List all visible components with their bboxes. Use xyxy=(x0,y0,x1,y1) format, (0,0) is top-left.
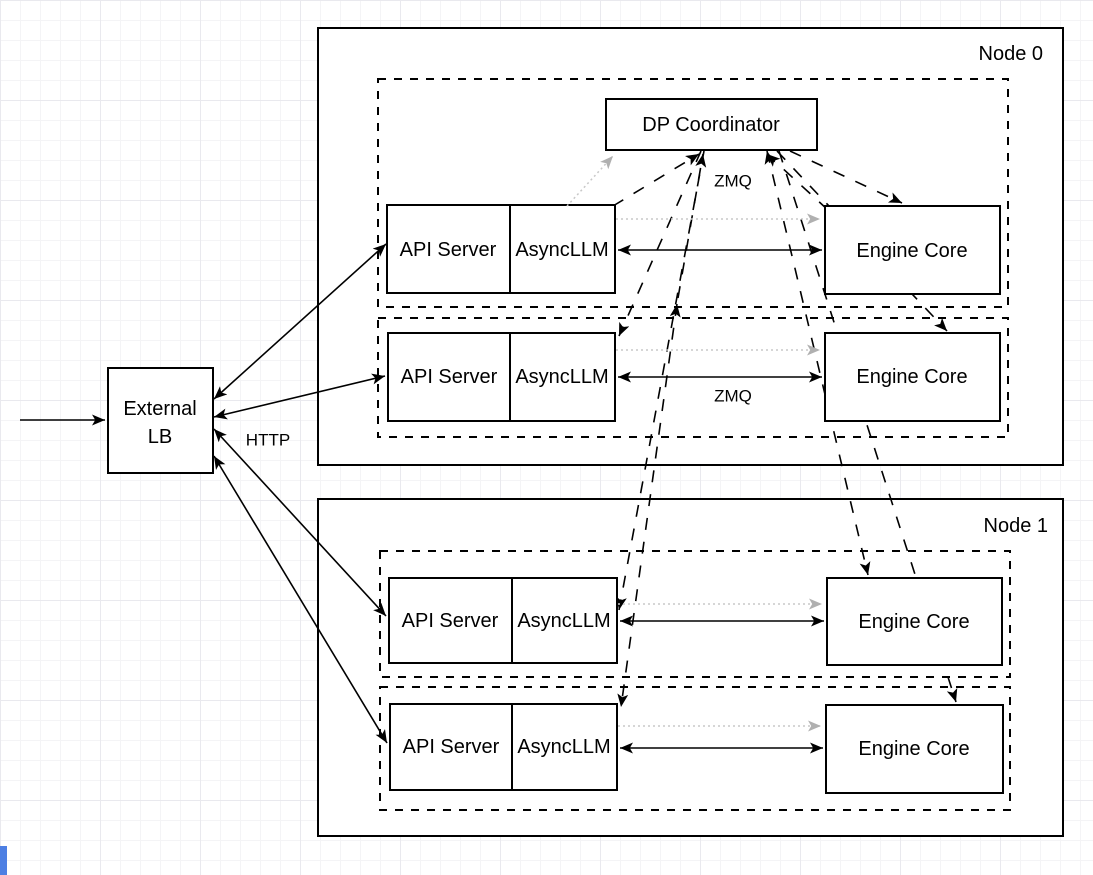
external-lb-label-line2: LB xyxy=(148,426,172,448)
asyncllm-label-n0r2: AsyncLLM xyxy=(515,366,608,388)
dashed-arrow-dp-to-engine-n1r1 xyxy=(764,150,871,576)
api-asyncllm-box-n1r1 xyxy=(388,577,618,664)
asyncllm-label-n1r1: AsyncLLM xyxy=(517,610,610,632)
zmq-row2-label-backing xyxy=(707,383,759,409)
node1-row2-group xyxy=(379,686,1011,811)
api-server-label-n1r2: API Server xyxy=(403,736,500,758)
dashed-arrow-dp-to-engine-n0r1 xyxy=(789,150,903,204)
dashed-arrow-dp-to-asyncllm-n1r2 xyxy=(617,303,681,708)
dp-coordinator-label: DP Coordinator xyxy=(642,114,780,136)
edge-labels: ZMQ ZMQ HTTP xyxy=(246,167,759,450)
arrow-lb-to-api-n0r1 xyxy=(213,243,387,400)
engine-core-label-n1r2: Engine Core xyxy=(858,738,969,760)
engine-core-label-n0r2: Engine Core xyxy=(856,366,967,388)
box-labels: DP Coordinator API Server AsyncLLM Engin… xyxy=(123,114,969,760)
http-label: HTTP xyxy=(246,431,290,450)
dotted-arrow-asyncllm-n0r1-to-dp xyxy=(566,155,614,207)
zmq-top-label-backing xyxy=(707,167,759,194)
node0-title: Node 0 xyxy=(979,43,1044,65)
engine-core-box-n1r1 xyxy=(826,577,1003,666)
arrow-lb-to-api-n1r2 xyxy=(213,455,388,744)
zmq-row2-label: ZMQ xyxy=(714,387,752,406)
engine-core-label-n0r1: Engine Core xyxy=(856,240,967,262)
node0-row2-group xyxy=(377,317,1009,438)
api-asyncllm-box-n1r2 xyxy=(389,703,618,791)
node0-row1-group xyxy=(377,78,1009,308)
solid-arrows xyxy=(20,243,824,754)
api-server-label-n0r2: API Server xyxy=(401,366,498,388)
api-asyncllm-box-n0r1 xyxy=(386,204,616,294)
external-lb-box xyxy=(107,367,214,474)
dashed-arrow-asyncllm-n0r1-to-dp xyxy=(612,153,700,207)
dotted-arrows xyxy=(566,155,822,732)
zmq-coordinator-label: ZMQ xyxy=(714,172,752,191)
api-asyncllm-box-n0r2 xyxy=(387,332,616,422)
canvas-corner-accent xyxy=(0,846,7,875)
arrow-lb-to-api-n0r2 xyxy=(213,373,386,420)
component-boxes xyxy=(107,98,1004,794)
asyncllm-label-n0r1: AsyncLLM xyxy=(515,239,608,261)
engine-core-label-n1r1: Engine Core xyxy=(858,611,969,633)
external-lb-label-line1: External xyxy=(123,398,196,420)
engine-core-box-n0r2 xyxy=(824,332,1001,422)
node1-title: Node 1 xyxy=(984,515,1049,537)
node1-row1-group xyxy=(379,550,1011,678)
engine-core-box-n0r1 xyxy=(824,205,1001,295)
dp-coordinator-box xyxy=(605,98,818,151)
api-server-label-n0r1: API Server xyxy=(400,239,497,261)
asyncllm-label-n1r2: AsyncLLM xyxy=(517,736,610,758)
engine-core-box-n1r2 xyxy=(825,704,1004,794)
api-server-label-n1r1: API Server xyxy=(402,610,499,632)
